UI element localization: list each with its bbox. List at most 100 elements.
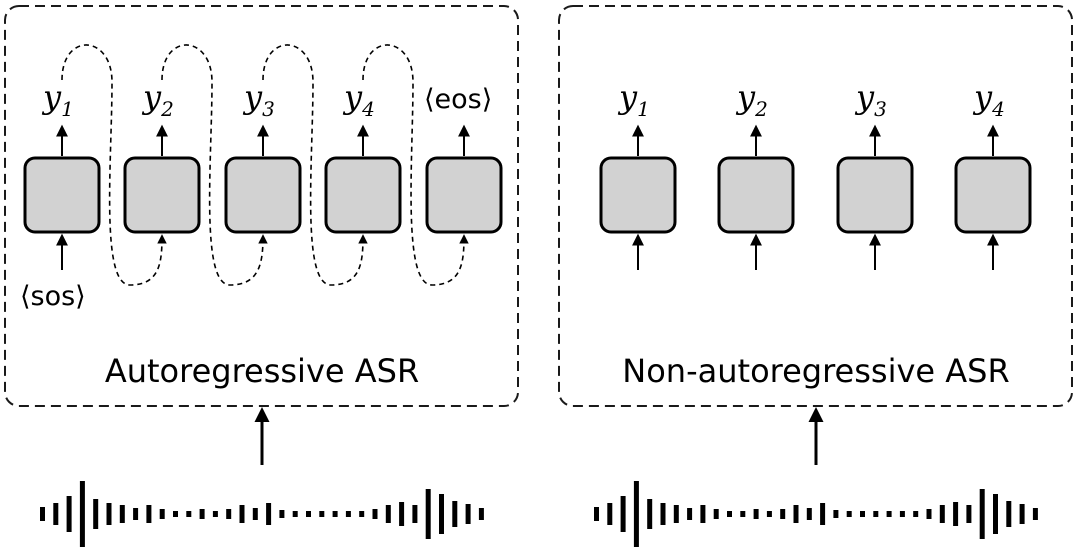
non-autoregressive-title: Non-autoregressive ASR (622, 352, 1009, 390)
output-label-y2: y2 (141, 78, 174, 121)
output-label-eos: ⟨eos⟩ (424, 84, 492, 115)
waveform-bar (306, 511, 311, 517)
waveform-bar (886, 511, 892, 517)
waveform-bar (766, 511, 772, 517)
waveform-bar (412, 505, 418, 523)
waveform-bar (93, 499, 99, 529)
waveform-bar (226, 509, 232, 519)
waveform-bar (860, 511, 865, 517)
feedback-loop-1 (61, 44, 167, 286)
waveform-bar (106, 503, 112, 525)
waveform-bar (385, 505, 391, 523)
feedback-loop-2 (161, 44, 268, 286)
waveform-bar (820, 503, 826, 525)
decoder-unit (425, 156, 503, 234)
decoder-unit (324, 156, 402, 234)
non-autoregressive-units (599, 156, 1032, 234)
waveform-bar (252, 508, 258, 520)
decoder-unit (954, 156, 1032, 234)
decoder-unit (717, 156, 795, 234)
autoregressive-output-labels: y1 y2 y3 y4 ⟨eos⟩ (41, 78, 492, 121)
waveform-bar (620, 496, 626, 532)
output-label-y1: y1 (617, 78, 650, 121)
output-arrows (56, 124, 470, 156)
sos-token-label: ⟨sos⟩ (20, 281, 86, 312)
non-autoregressive-panel-frame (558, 5, 1073, 407)
feedback-loop-4 (362, 44, 469, 286)
waveform-bar (425, 489, 431, 539)
waveform-bar (1032, 508, 1038, 520)
decoder-unit (599, 156, 677, 234)
waveform-bar (833, 510, 839, 518)
output-label-y3: y3 (854, 78, 887, 121)
waveform-bar (292, 511, 298, 517)
autoregressive-units (23, 156, 503, 234)
waveform-bar (1019, 504, 1025, 524)
waveform-bar (239, 505, 245, 523)
waveform-bar (966, 505, 972, 523)
waveform-bar (633, 481, 639, 547)
decoder-unit (836, 156, 914, 234)
waveform-icon (40, 481, 484, 547)
output-label-y1: y1 (41, 78, 74, 121)
waveform-bar (359, 511, 365, 517)
autoregressive-title: Autoregressive ASR (105, 352, 419, 390)
waveform-bar (133, 508, 139, 520)
waveform-bar (66, 496, 72, 532)
waveform-bar (953, 502, 959, 526)
waveform-bar (647, 499, 653, 529)
waveform-bar (660, 503, 666, 525)
waveform-bar (979, 489, 985, 539)
feedback-loop-3 (262, 44, 368, 286)
output-label-y3: y3 (242, 78, 275, 121)
waveform-bar (319, 511, 325, 517)
waveform-bar (199, 509, 205, 519)
waveform-bar (753, 509, 759, 519)
waveform-bar (607, 503, 613, 525)
decoder-unit (224, 156, 302, 234)
waveform-bar (159, 509, 165, 519)
decoder-unit (23, 156, 101, 234)
waveform-bar (899, 511, 905, 517)
waveform-bar (793, 505, 799, 523)
output-label-y4: y4 (972, 78, 1005, 121)
decoder-unit (123, 156, 201, 234)
autoregressive-panel: y1 y2 y3 y4 ⟨eos⟩ ⟨sos⟩ Autoregressive A… (4, 5, 519, 407)
na-output-arrows (632, 124, 999, 156)
waveform-icon (594, 481, 1038, 547)
waveform-bar (673, 505, 679, 523)
waveform-bar (40, 507, 45, 521)
waveform-bar (727, 511, 732, 517)
feedback-loops (61, 44, 469, 286)
waveform-bar (266, 503, 272, 525)
waveform-bar (399, 502, 405, 526)
waveform-bar (372, 509, 378, 519)
waveform-bar (186, 511, 192, 517)
waveform-bar (439, 494, 444, 534)
waveform-bar (939, 505, 945, 523)
waveform-bar (993, 494, 998, 534)
non-autoregressive-panel: y1 y2 y3 y4 Non-autoregressive ASR (558, 5, 1073, 407)
output-label-y2: y2 (735, 78, 768, 121)
waveform-bar (1006, 501, 1012, 527)
waveform-bar (119, 505, 125, 523)
output-label-y4: y4 (342, 78, 375, 121)
waveform-bar (465, 504, 471, 524)
waveform-bar (740, 511, 746, 517)
waveform-bar (345, 511, 351, 517)
autoregressive-panel-frame (4, 5, 519, 407)
waveform-bar (452, 501, 458, 527)
waveform-bar (279, 510, 285, 518)
waveform-bar (780, 509, 786, 519)
waveform-bar (846, 511, 852, 517)
waveform-bar (79, 481, 85, 547)
waveform-bar (713, 509, 719, 519)
na-input-arrows (632, 233, 999, 270)
waveform-bar (700, 505, 706, 523)
waveform-bar (332, 511, 338, 517)
waveform-bar (926, 509, 932, 519)
waveform-bar (594, 507, 599, 521)
waveform-bar (212, 511, 218, 517)
waveform-bar (173, 511, 178, 517)
